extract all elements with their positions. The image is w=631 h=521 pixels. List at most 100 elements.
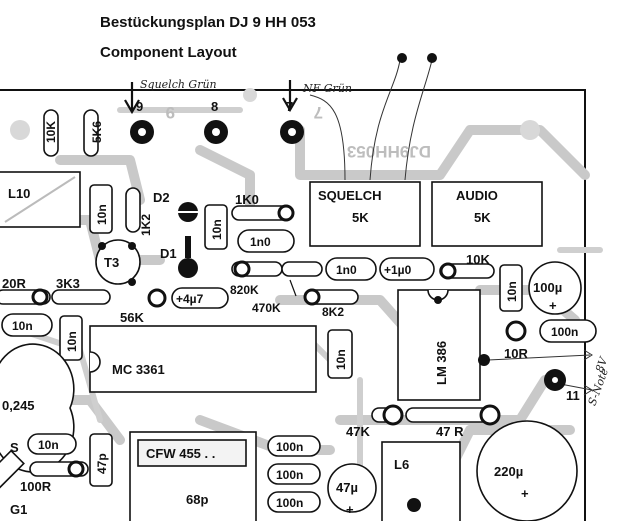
svg-text:10n: 10n bbox=[12, 319, 33, 333]
capacitor-10n-vertical-5: 10n bbox=[327, 329, 353, 379]
coil-l6: L6 bbox=[381, 441, 461, 521]
svg-text:5K6: 5K6 bbox=[90, 121, 104, 143]
resistor-8k2: 8K2 bbox=[303, 288, 359, 319]
capacitor-1n0-2: 1n0 bbox=[325, 257, 377, 281]
svg-text:100R: 100R bbox=[20, 479, 52, 494]
svg-text:D2: D2 bbox=[153, 190, 170, 205]
svg-text:10n: 10n bbox=[210, 219, 224, 240]
svg-text:L6: L6 bbox=[394, 457, 409, 472]
svg-text:CFW 455 . .: CFW 455 . . bbox=[146, 446, 215, 461]
capacitor-10n-left: 10n bbox=[1, 313, 53, 337]
resistor-1k2: 1K2 bbox=[125, 187, 153, 236]
board-outline bbox=[0, 89, 586, 521]
svg-text:100n: 100n bbox=[276, 496, 303, 510]
svg-text:5K: 5K bbox=[474, 210, 491, 225]
svg-text:+: + bbox=[549, 298, 557, 313]
pin-9-label: 9 bbox=[136, 99, 143, 114]
capacitor-47p: 47p bbox=[89, 433, 113, 487]
capacitor-10n-bottom: 10n bbox=[27, 433, 77, 455]
capacitor-100u: 100µ + bbox=[528, 261, 582, 315]
capacitor-10n-vertical-3: 10n bbox=[499, 264, 523, 312]
note-nf: NF Grün bbox=[302, 82, 352, 95]
potentiometer-audio: AUDIO 5K bbox=[431, 181, 543, 247]
capacitor-4u7: +4µ7 bbox=[147, 287, 229, 309]
svg-text:47µ: 47µ bbox=[336, 480, 358, 495]
diode-d1: D1 bbox=[160, 236, 198, 278]
svg-text:G1: G1 bbox=[10, 502, 27, 517]
ghost-pin-9: 9 bbox=[166, 103, 175, 122]
svg-text:10n: 10n bbox=[334, 349, 348, 370]
pad-11: 11 bbox=[544, 369, 580, 403]
crystal-g1: G1 bbox=[0, 449, 27, 517]
resistor-5k6: 5K6 bbox=[83, 109, 104, 157]
capacitor-1n0-1: 1n0 bbox=[237, 229, 295, 253]
resistor-10k-top: 10K bbox=[43, 109, 59, 157]
label-s: S bbox=[10, 440, 19, 455]
svg-text:68p: 68p bbox=[186, 492, 208, 507]
resistor-47k: 47K bbox=[346, 404, 404, 439]
svg-text:100µ: 100µ bbox=[533, 280, 562, 295]
svg-text:D1: D1 bbox=[160, 246, 177, 261]
resistor-820k: 820K bbox=[230, 260, 283, 297]
capacitor-100n-right: 100n bbox=[505, 319, 597, 343]
svg-text:LM 386: LM 386 bbox=[434, 341, 449, 385]
resistor-10r-label: 10R bbox=[504, 346, 528, 361]
svg-text:820K: 820K bbox=[230, 283, 259, 297]
svg-text:470K: 470K bbox=[252, 301, 281, 315]
svg-text:100n: 100n bbox=[276, 440, 303, 454]
coil-l10: L10 bbox=[0, 171, 81, 228]
filter-cfw455: CFW 455 . . 68p bbox=[129, 431, 257, 521]
pin-7-label: 7 bbox=[286, 99, 293, 114]
svg-text:20R: 20R bbox=[2, 276, 26, 291]
resistor-10k-right: 10K bbox=[439, 252, 495, 280]
resistor-470k: 470K bbox=[252, 261, 323, 315]
resistor-56k-label: 56K bbox=[120, 310, 144, 325]
capacitor-100n-stack-3: 100n bbox=[267, 491, 321, 513]
svg-text:+: + bbox=[521, 486, 529, 501]
resistor-47r: 47 R bbox=[405, 404, 501, 439]
svg-text:10n: 10n bbox=[505, 281, 519, 302]
capacitor-10n-vertical-2: 10n bbox=[204, 204, 228, 250]
note-8v: 8V bbox=[593, 355, 611, 374]
capacitor-10n-vertical-1: 10n bbox=[89, 184, 113, 234]
svg-text:11: 11 bbox=[566, 388, 580, 403]
resistor-1k0: 1K0 bbox=[231, 192, 295, 222]
capacitor-100n-stack-2: 100n bbox=[267, 463, 321, 485]
resistor-3k3: 3K3 bbox=[51, 276, 111, 305]
svg-text:0,245: 0,245 bbox=[2, 398, 35, 413]
svg-text:MC 3361: MC 3361 bbox=[112, 362, 165, 377]
capacitor-100n-stack-1: 100n bbox=[267, 435, 321, 457]
svg-text:47 R: 47 R bbox=[436, 424, 464, 439]
svg-text:10n: 10n bbox=[38, 438, 59, 452]
svg-text:AUDIO: AUDIO bbox=[456, 188, 498, 203]
capacitor-47u: 47µ + bbox=[327, 463, 377, 517]
svg-text:1n0: 1n0 bbox=[336, 263, 357, 277]
svg-text:1K2: 1K2 bbox=[139, 214, 153, 236]
resistor-20r: 20R bbox=[0, 276, 51, 306]
pin-8-label: 8 bbox=[211, 99, 218, 114]
svg-text:+: + bbox=[346, 502, 354, 517]
note-squelch: Squelch Grün bbox=[140, 78, 217, 91]
svg-text:220µ: 220µ bbox=[494, 464, 523, 479]
svg-text:T3: T3 bbox=[104, 255, 119, 270]
svg-text:47K: 47K bbox=[346, 424, 370, 439]
note-s-note: S-Note bbox=[586, 366, 612, 407]
capacitor-10n-vertical-4: 10n bbox=[59, 315, 83, 361]
title-line-2: Component Layout bbox=[100, 44, 237, 61]
svg-text:1n0: 1n0 bbox=[250, 235, 271, 249]
svg-text:10K: 10K bbox=[44, 121, 58, 143]
svg-text:10n: 10n bbox=[65, 331, 79, 352]
svg-text:100n: 100n bbox=[551, 325, 578, 339]
title-line-1: Bestückungsplan DJ 9 HH 053 bbox=[100, 14, 316, 31]
transistor-t3: T3 bbox=[95, 239, 141, 286]
potentiometer-squelch: SQUELCH 5K bbox=[309, 181, 421, 247]
connector-pins: 9 8 7 bbox=[130, 99, 304, 144]
svg-text:S: S bbox=[10, 440, 19, 455]
svg-text:8K2: 8K2 bbox=[322, 305, 344, 319]
svg-text:L10: L10 bbox=[8, 186, 30, 201]
ic-mc3361: MC 3361 bbox=[89, 325, 317, 393]
capacitor-1u0: +1µ0 bbox=[379, 257, 435, 281]
ic-lm386: LM 386 bbox=[397, 289, 490, 401]
